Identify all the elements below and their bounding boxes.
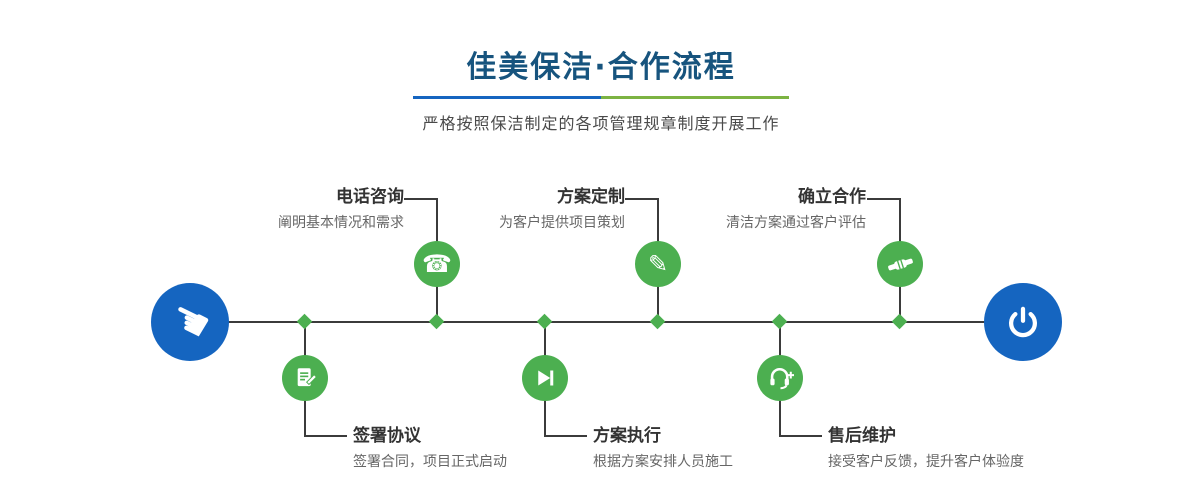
step-label-phone: 电话咨询 阐明基本情况和需求 bbox=[278, 187, 404, 231]
connector-line bbox=[657, 198, 659, 244]
step-title: 售后维护 bbox=[828, 426, 896, 446]
play-next-icon bbox=[533, 366, 557, 390]
page-title: 佳美保洁·合作流程 bbox=[466, 50, 736, 85]
pointing-hand-icon: ☚ bbox=[161, 289, 220, 354]
step-title: 确立合作 bbox=[798, 187, 866, 207]
connector-line bbox=[779, 399, 781, 437]
step-label-design: 方案定制 为客户提供项目策划 bbox=[499, 187, 625, 231]
handshake-icon bbox=[887, 251, 914, 278]
timeline-diamond-marker bbox=[891, 313, 908, 330]
divider-blue-segment bbox=[413, 96, 601, 99]
process-start-node: ☚ bbox=[151, 283, 229, 361]
connector-line bbox=[544, 322, 546, 378]
step-title: 签署协议 bbox=[353, 426, 421, 446]
connector-line bbox=[899, 198, 901, 244]
step-title: 方案定制 bbox=[557, 187, 625, 207]
page-subtitle: 严格按照保洁制定的各项管理规章制度开展工作 bbox=[422, 114, 780, 133]
step-desc: 根据方案安排人员施工 bbox=[593, 454, 733, 470]
connector-line bbox=[436, 198, 438, 244]
connector-line bbox=[779, 322, 781, 378]
step-desc: 接受客户反馈，提升客户体验度 bbox=[828, 454, 1024, 470]
step-desc: 签署合同，项目正式启动 bbox=[353, 454, 507, 470]
power-icon bbox=[1003, 302, 1043, 342]
connector-line bbox=[305, 435, 347, 437]
timeline-diamond-marker bbox=[428, 313, 445, 330]
step-label-service: 售后维护 接受客户反馈，提升客户体验度 bbox=[828, 426, 1024, 470]
step-desc: 为客户提供项目策划 bbox=[499, 215, 625, 231]
connector-line bbox=[867, 198, 901, 200]
step-node-contract bbox=[282, 355, 328, 401]
title-divider bbox=[413, 96, 789, 99]
step-node-service bbox=[757, 355, 803, 401]
step-title: 电话咨询 bbox=[336, 187, 404, 207]
connector-line bbox=[780, 435, 822, 437]
step-node-cooperation bbox=[877, 241, 923, 287]
timeline-diamond-marker bbox=[296, 313, 313, 330]
step-label-execute: 方案执行 根据方案安排人员施工 bbox=[593, 426, 733, 470]
connector-line bbox=[625, 198, 659, 200]
step-desc: 阐明基本情况和需求 bbox=[278, 215, 404, 231]
process-end-node bbox=[984, 283, 1062, 361]
step-node-execute bbox=[522, 355, 568, 401]
timeline-diamond-marker bbox=[771, 313, 788, 330]
pencil-icon: ✎ bbox=[647, 250, 669, 278]
step-label-contract: 签署协议 签署合同，项目正式启动 bbox=[353, 426, 507, 470]
connector-line bbox=[544, 399, 546, 437]
divider-green-segment bbox=[601, 96, 789, 99]
phone-icon: ☎ bbox=[422, 250, 452, 278]
connector-line bbox=[899, 264, 901, 322]
timeline-diamond-marker bbox=[649, 313, 666, 330]
step-node-phone: ☎ bbox=[414, 241, 460, 287]
connector-line bbox=[657, 264, 659, 322]
connector-line bbox=[304, 399, 306, 437]
headset-icon bbox=[767, 365, 794, 392]
connector-line bbox=[404, 198, 438, 200]
step-title: 方案执行 bbox=[593, 426, 661, 446]
step-desc: 清洁方案通过客户评估 bbox=[726, 215, 866, 231]
step-node-design: ✎ bbox=[635, 241, 681, 287]
timeline-diamond-marker bbox=[536, 313, 553, 330]
timeline-line bbox=[190, 321, 1023, 323]
connector-line bbox=[304, 322, 306, 378]
connector-line bbox=[436, 264, 438, 322]
contract-icon bbox=[292, 365, 318, 391]
connector-line bbox=[545, 435, 587, 437]
step-label-cooperation: 确立合作 清洁方案通过客户评估 bbox=[726, 187, 866, 231]
